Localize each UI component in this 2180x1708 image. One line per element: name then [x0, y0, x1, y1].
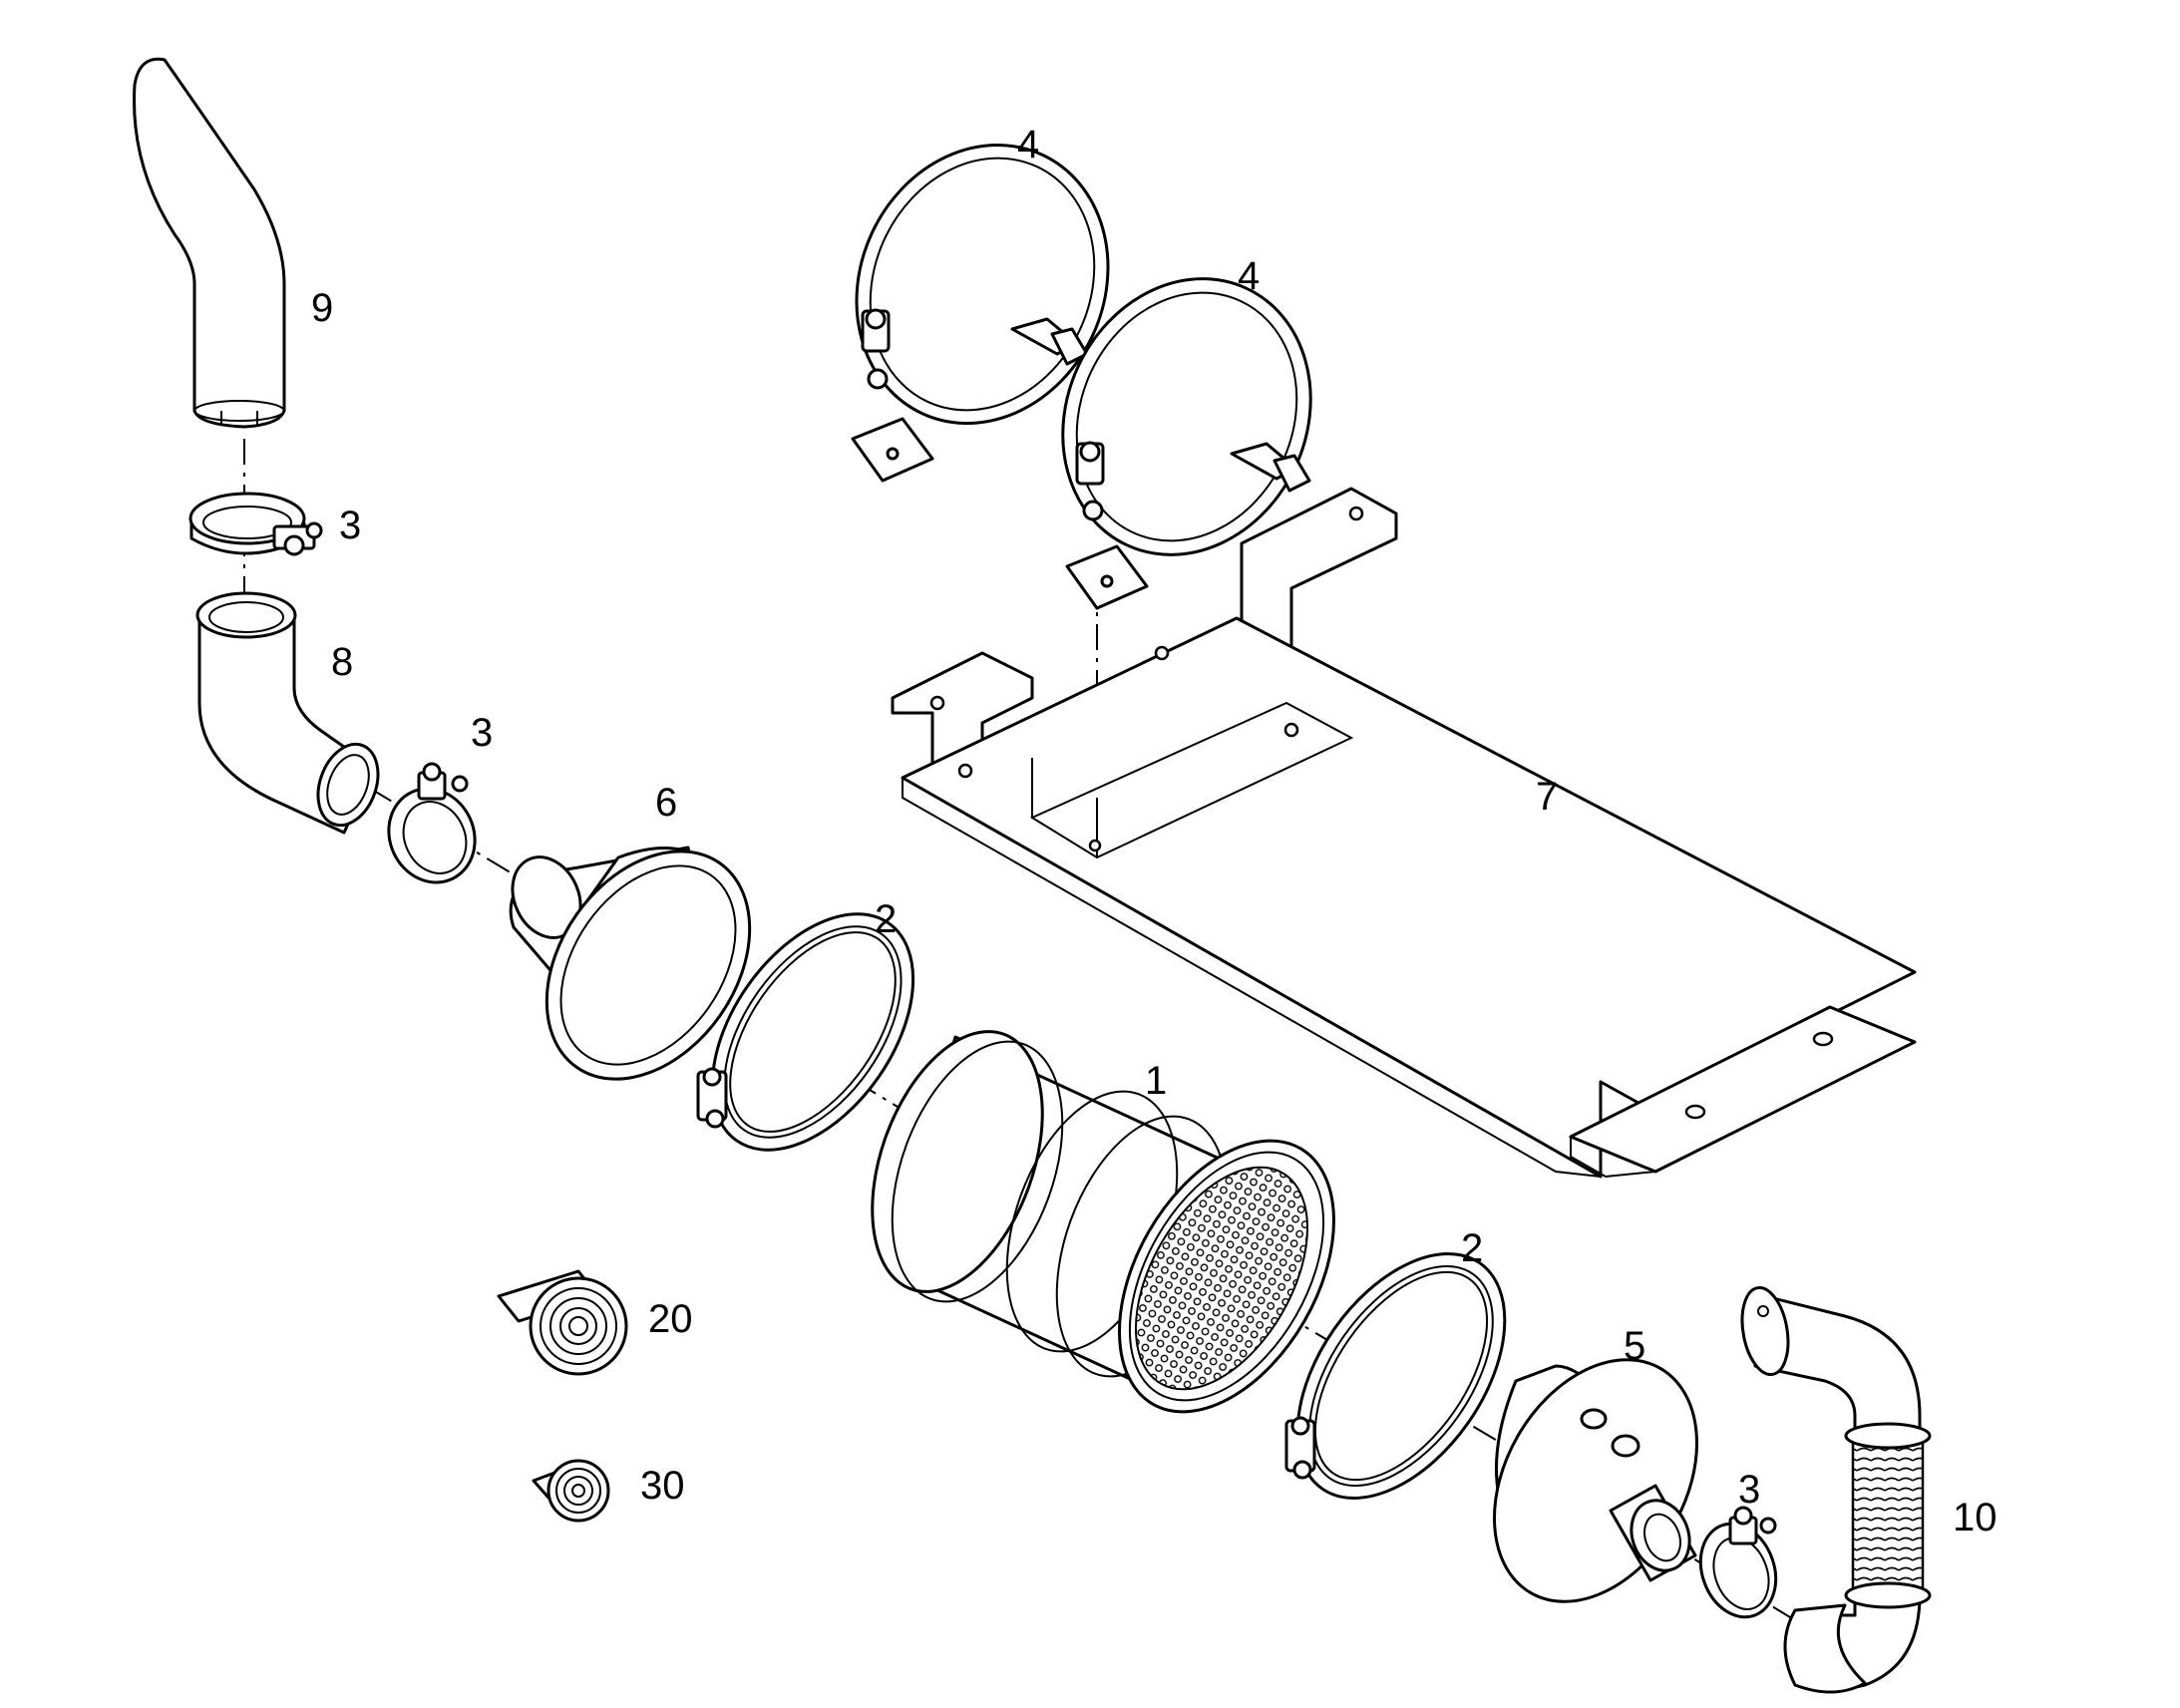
callout-7: 7	[1536, 775, 1558, 819]
part-5-outlet-cap	[1493, 1358, 1698, 1603]
part-4-strap-lower	[1061, 277, 1312, 610]
callout-3-top: 3	[339, 504, 361, 547]
callout-1: 1	[1145, 1059, 1167, 1103]
callout-3-middle: 3	[471, 711, 493, 755]
callout-9: 9	[311, 286, 333, 330]
part-9-tail-pipe	[133, 57, 286, 429]
callout-3-lower: 3	[1738, 1468, 1760, 1512]
part-30-tape-roll-small	[532, 1459, 610, 1523]
callout-2-lower: 2	[1461, 1226, 1483, 1270]
callout-6: 6	[655, 781, 677, 825]
callout-4-lower: 4	[1238, 254, 1260, 298]
callout-2-upper: 2	[875, 897, 897, 941]
part-3-clamp-lower	[1698, 1506, 1778, 1619]
callout-8: 8	[331, 640, 353, 684]
callout-5: 5	[1624, 1324, 1645, 1368]
part-8-elbow-hose	[195, 591, 380, 835]
part-2-band-clamp-upper	[696, 912, 915, 1152]
callout-30: 30	[640, 1464, 685, 1508]
part-3-clamp-top	[188, 492, 323, 556]
callout-labels: 9 3 8 3 6 2 1 2 5 3 10 4 4 7 20 30	[311, 123, 1998, 1539]
part-7-mounting-bracket	[891, 487, 1917, 1179]
part-2-band-clamp-lower	[1284, 1252, 1507, 1500]
part-10-flex-elbow	[1740, 1286, 1932, 1694]
callout-20: 20	[648, 1297, 693, 1341]
callout-10: 10	[1953, 1496, 1998, 1539]
part-20-tape-roll	[497, 1269, 628, 1376]
callout-4-upper: 4	[1017, 123, 1039, 167]
part-4-strap-upper	[851, 144, 1110, 483]
part-1-muffler-body	[871, 1030, 1335, 1414]
part-6-inlet-cone	[509, 846, 752, 1081]
part-3-clamp-middle	[387, 762, 477, 884]
